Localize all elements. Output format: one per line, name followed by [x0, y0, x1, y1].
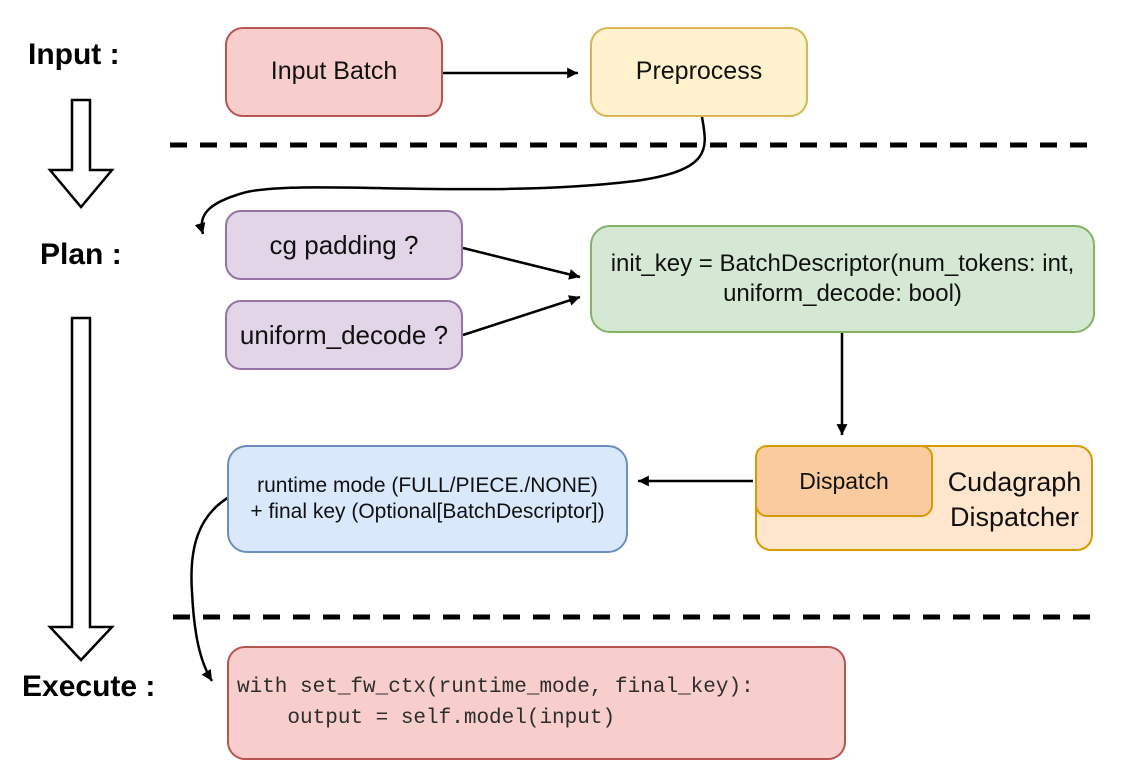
connector-uniformdecode-initkey	[462, 295, 581, 337]
node-execute-code: with set_fw_ctx(runtime_mode, final_key)…	[227, 646, 846, 760]
node-cg-padding: cg padding ?	[225, 210, 463, 280]
node-dispatch: Dispatch	[755, 445, 933, 517]
node-preprocess-label: Preprocess	[635, 57, 763, 86]
stage-label-input: Input :	[28, 38, 120, 71]
execute-code-line2: output = self.model(input)	[237, 707, 616, 730]
connector-preprocess-cgpadding	[194, 116, 706, 235]
stage-label-execute: Execute :	[22, 670, 156, 703]
node-init-key-line1: init_key = BatchDescriptor(num_tokens: i…	[610, 250, 1075, 277]
node-init-key: init_key = BatchDescriptor(num_tokens: i…	[590, 225, 1095, 333]
node-init-key-line2: uniform_decode: bool)	[723, 280, 962, 307]
node-runtime-mode-line2: + final key (Optional[BatchDescriptor])	[250, 500, 605, 523]
node-preprocess: Preprocess	[590, 27, 808, 117]
connector-runtimemode-executecode	[190, 495, 230, 682]
node-input-batch-label: Input Batch	[270, 57, 398, 86]
node-dispatch-label: Dispatch	[799, 467, 889, 494]
node-input-batch: Input Batch	[225, 27, 443, 117]
node-cg-padding-label: cg padding ?	[269, 229, 419, 260]
stage-arrow-plan-to-execute-icon	[47, 316, 115, 662]
stage-label-plan: Plan :	[40, 238, 122, 271]
node-cudagraph-dispatcher-label: Cudagraph Dispatcher	[947, 466, 1082, 532]
node-uniform-decode: uniform_decode ?	[225, 300, 463, 370]
node-uniform-decode-label: uniform_decode ?	[239, 319, 449, 350]
execute-code-line1: with set_fw_ctx(runtime_mode, final_key)…	[237, 675, 754, 699]
node-runtime-mode: runtime mode (FULL/PIECE./NONE) + final …	[227, 445, 628, 553]
node-runtime-mode-line1: runtime mode (FULL/PIECE./NONE)	[257, 473, 598, 497]
connector-cgpadding-initkey	[462, 246, 581, 280]
stage-arrow-input-to-plan-icon	[47, 98, 115, 209]
